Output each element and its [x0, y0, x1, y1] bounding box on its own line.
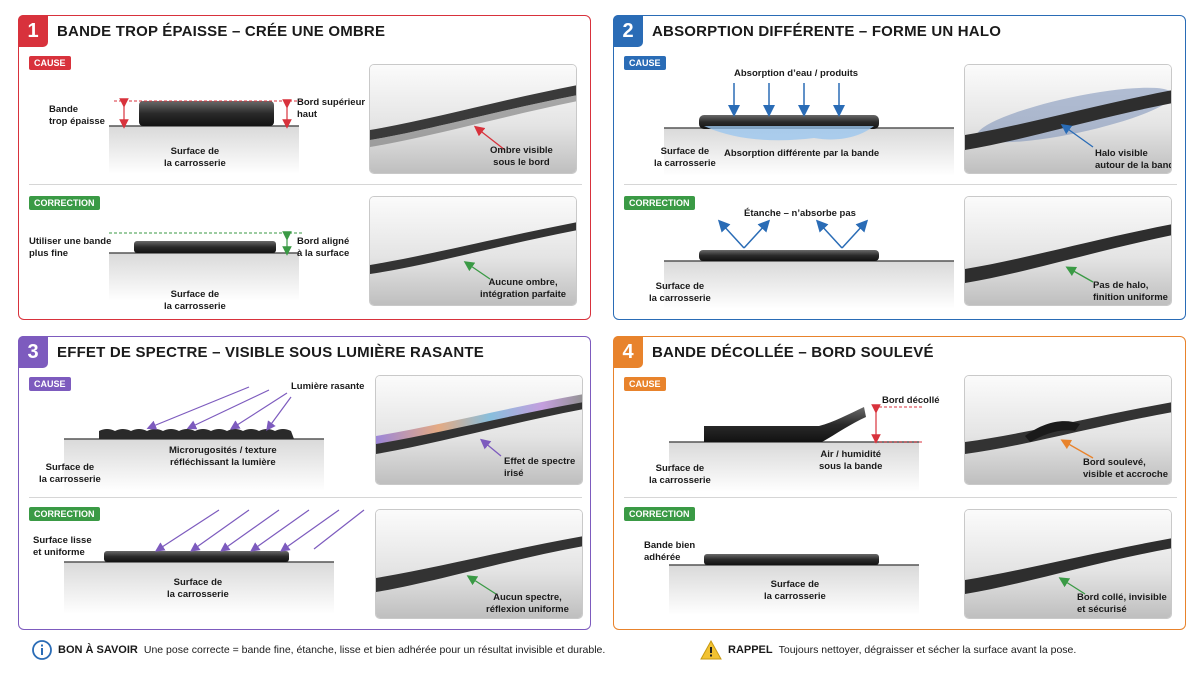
label-grazing-light: Lumière rasante [291, 381, 365, 392]
label-aligned-edge: Bord aligné à la surface [297, 236, 350, 259]
correction-tag: CORRECTION [29, 507, 100, 521]
photo-adhered: Bord collé, invisible et sécurisé [964, 509, 1172, 619]
panel-number: 2 [613, 15, 643, 47]
warning-note: RAPPEL Toujours nettoyer, dégraisser et … [700, 640, 1076, 660]
panel-spectrum: 3 EFFET DE SPECTRE – VISIBLE SOUS LUMIÈR… [18, 336, 591, 630]
panel-number: 4 [613, 336, 643, 368]
waterproof-diagram [664, 219, 954, 309]
warning-text: Toujours nettoyer, dégraisser et sécher … [778, 644, 1077, 656]
label-well-adhered: Bande bien adhérée [644, 540, 696, 563]
smooth-surface-diagram [64, 509, 365, 614]
info-note: BON À SAVOIR Une pose correcte = bande f… [32, 640, 605, 660]
panel-thick-strip: 1 BANDE TROP ÉPAISSE – CRÉE UNE OMBRE CA… [18, 15, 591, 320]
warning-title: RAPPEL [728, 644, 773, 656]
label-use-thin-strip: Utiliser une bande plus fine [29, 236, 112, 259]
photo-label: Bord soulevé, visible et accroche [1083, 457, 1169, 480]
correction-diagram: Surface lisse et uniforme Surface de la … [29, 505, 369, 615]
label-waterproof: Étanche – n’absorbe pas [744, 208, 856, 219]
photo-label: Aucun spectre, réflexion uniforme [486, 592, 569, 615]
panel-title: ABSORPTION DIFFÉRENTE – FORME UN HALO [652, 23, 1002, 40]
photo-no-halo: Pas de halo, finition uniforme [964, 196, 1172, 306]
label-smooth-surface: Surface lisse et uniforme [33, 535, 92, 558]
label-top-edge: Bord supérieur haut [297, 97, 366, 120]
cause-tag: CAUSE [29, 377, 71, 391]
cause-diagram: Bande trop épaisse Bord supérieur haut S… [29, 64, 369, 174]
photo-label: Aucune ombre, intégration parfaite [480, 277, 567, 300]
correction-tag: CORRECTION [29, 196, 100, 210]
correction-diagram: Utiliser une bande plus fine Bord aligné… [29, 196, 369, 312]
panel-lifted-edge: 4 BANDE DÉCOLLÉE – BORD SOULEVÉ CAUSE Bo… [613, 336, 1186, 630]
adhered-strip-diagram [669, 554, 919, 615]
cause-diagram: Bord décollé Air / humidité sous la band… [624, 377, 964, 492]
photo-no-shadow: Aucune ombre, intégration parfaite [369, 196, 577, 306]
panel-number: 1 [18, 15, 48, 47]
photo-label: Effet de spectre irisé [504, 456, 576, 479]
photo-label: Bord collé, invisible et sécurisé [1077, 592, 1167, 615]
cause-tag: CAUSE [624, 377, 666, 391]
cause-diagram: Lumière rasante Microrugosités / texture… [29, 377, 369, 491]
separator [29, 184, 582, 185]
cause-tag: CAUSE [29, 56, 71, 70]
label-surface: Surface de la carrosserie [164, 146, 226, 169]
label-thick-strip: Bande trop épaisse [49, 104, 105, 127]
info-title: BON À SAVOIR [58, 644, 138, 656]
cause-tag: CAUSE [624, 56, 666, 70]
label-different-absorption: Absorption différente par la bande [724, 148, 880, 159]
label-surface: Surface de la carrosserie [164, 289, 226, 312]
absorption-diagram [664, 83, 954, 176]
separator [624, 497, 1177, 498]
texture-diagram [64, 386, 324, 491]
label-surface: Surface de la carrosserie [654, 146, 716, 169]
photo-no-spectrum: Aucun spectre, réflexion uniforme [375, 509, 583, 619]
photo-label: Halo visible autour de la bande [1095, 148, 1171, 171]
photo-halo: Halo visible autour de la bande [964, 64, 1172, 174]
lifted-edge-diagram [669, 404, 924, 492]
warning-icon [700, 640, 722, 660]
photo-label: Pas de halo, finition uniforme [1093, 280, 1168, 303]
panel-number: 3 [18, 336, 48, 368]
panel-halo: 2 ABSORPTION DIFFÉRENTE – FORME UN HALO … [613, 15, 1186, 320]
correction-tag: CORRECTION [624, 507, 695, 521]
photo-shadow: Ombre visible sous le bord [369, 64, 577, 174]
info-text: Une pose correcte = bande fine, étanche,… [143, 644, 606, 656]
correction-tag: CORRECTION [624, 196, 695, 210]
label-lifted-edge: Bord décollé [882, 395, 940, 406]
label-air-moisture: Air / humidité sous la bande [819, 449, 883, 472]
label-surface: Surface de la carrosserie [167, 577, 229, 600]
label-surface: Surface de la carrosserie [764, 579, 826, 602]
thick-strip-diagram [109, 98, 304, 174]
photo-spectrum: Effet de spectre irisé [375, 375, 583, 485]
label-surface: Surface de la carrosserie [649, 281, 711, 304]
cause-diagram: Absorption d’eau / produits Absorption d… [624, 68, 964, 178]
correction-diagram: Bande bien adhérée Surface de la carross… [624, 507, 964, 617]
photo-label: Ombre visible sous le bord [490, 145, 553, 168]
panel-title: BANDE TROP ÉPAISSE – CRÉE UNE OMBRE [57, 23, 386, 40]
label-surface: Surface de la carrosserie [649, 463, 711, 486]
panel-title: BANDE DÉCOLLÉE – BORD SOULEVÉ [652, 344, 934, 361]
label-micro-texture: Microrugosités / texture réfléchissant l… [169, 445, 277, 468]
info-icon [32, 640, 52, 660]
label-surface: Surface de la carrosserie [39, 462, 101, 485]
label-absorption: Absorption d’eau / produits [734, 68, 859, 79]
photo-lifted: Bord soulevé, visible et accroche [964, 375, 1172, 485]
separator [624, 184, 1177, 185]
correction-diagram: Étanche – n’absorbe pas Surface de la ca… [624, 206, 964, 316]
separator [29, 497, 582, 498]
panel-title: EFFET DE SPECTRE – VISIBLE SOUS LUMIÈRE … [57, 344, 484, 361]
thin-strip-diagram [109, 231, 304, 301]
